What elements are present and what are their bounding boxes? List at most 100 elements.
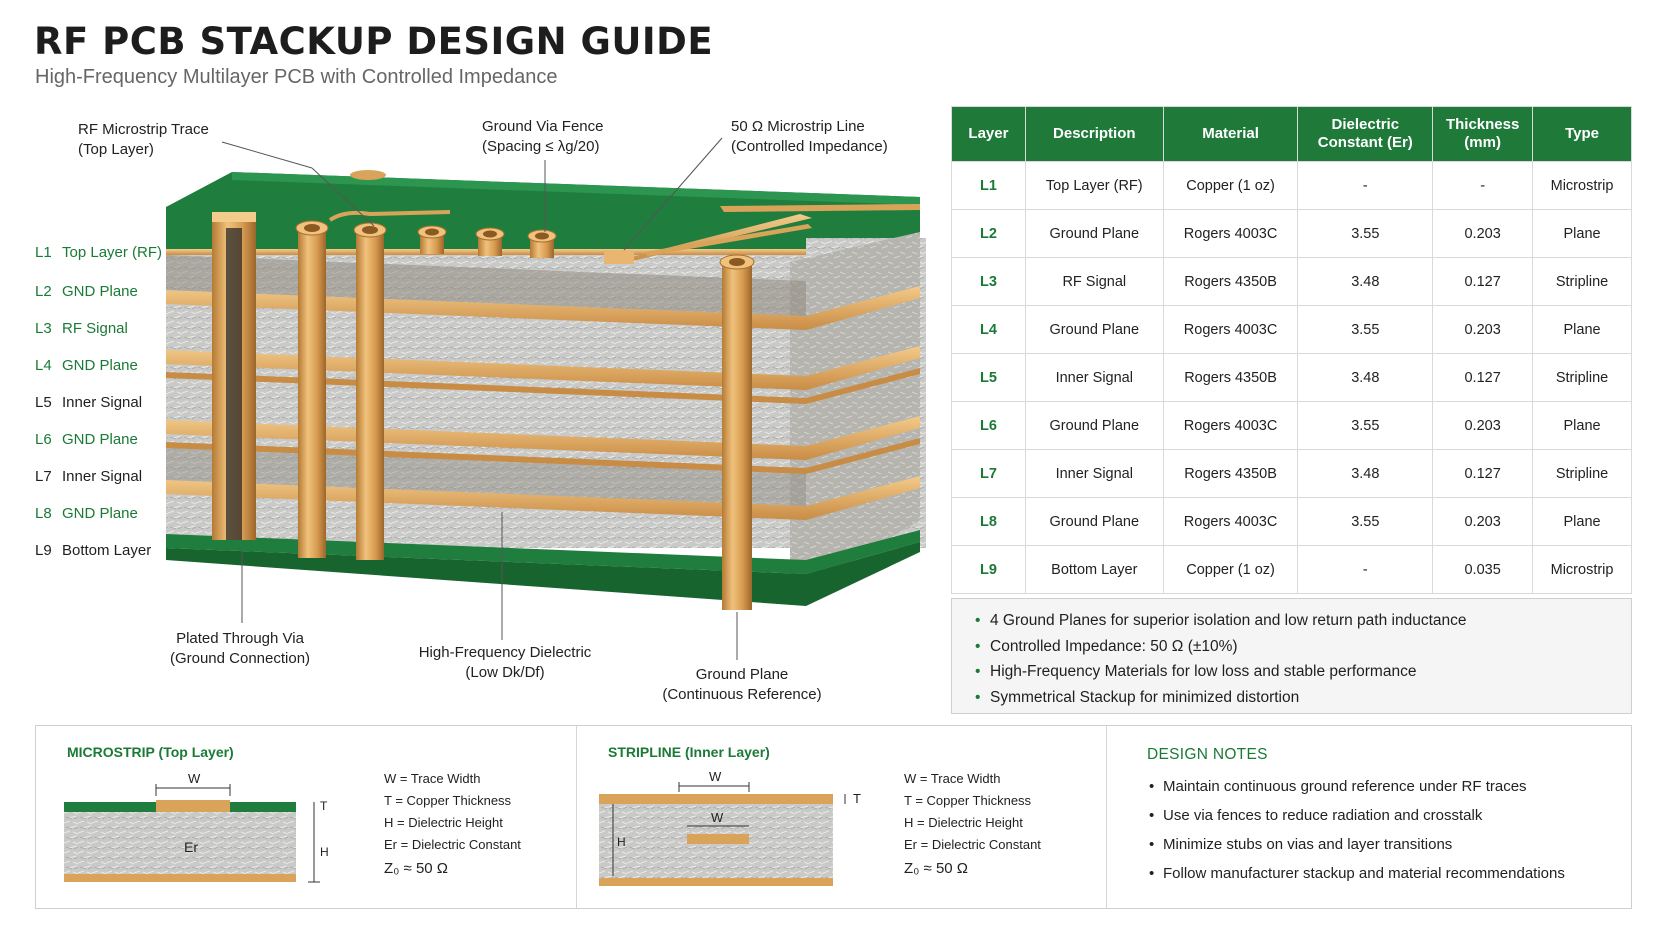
table-cell: Stripline xyxy=(1532,257,1632,306)
legend-label: Inner Signal xyxy=(62,394,143,411)
definition: T = Copper Thickness xyxy=(904,793,1032,808)
table-cell: - xyxy=(1297,161,1434,210)
legend-label: Top Layer (RF) xyxy=(62,244,163,261)
stripline-t-label: T xyxy=(853,791,861,806)
legend-id: L9 xyxy=(35,542,52,559)
page-subtitle: High-Frequency Multilayer PCB with Contr… xyxy=(35,66,558,88)
impedance-label: Z₀ ≈ 50 Ω xyxy=(384,860,449,877)
table-cell: L8 xyxy=(951,497,1026,546)
design-notes-list: Maintain continuous ground reference und… xyxy=(1149,772,1565,888)
table-cell: 0.127 xyxy=(1432,449,1534,498)
via-fence xyxy=(295,220,557,560)
table-cell: Copper (1 oz) xyxy=(1162,161,1299,210)
table-cell: Rogers 4350B xyxy=(1162,353,1299,402)
col-layer: Layer xyxy=(951,106,1026,162)
callout-line: Ground Plane xyxy=(695,666,789,683)
table-cell: Ground Plane xyxy=(1024,497,1164,546)
stripline-h-label: H xyxy=(617,835,626,849)
table-cell: L4 xyxy=(951,305,1026,354)
table-cell: Bottom Layer xyxy=(1024,545,1164,594)
list-item: Use via fences to reduce radiation and c… xyxy=(1149,801,1565,830)
stripline-w-label: W xyxy=(709,770,722,784)
legend-id: L3 xyxy=(35,320,52,337)
microstrip-dielectric xyxy=(64,810,296,882)
table-cell: 3.55 xyxy=(1297,401,1434,450)
col-material: Material xyxy=(1162,106,1299,162)
legend-id: L5 xyxy=(35,394,52,411)
table-cell: Microstrip xyxy=(1532,161,1632,210)
list-item: Maintain continuous ground reference und… xyxy=(1149,772,1565,801)
table-cell: Rogers 4003C xyxy=(1162,497,1299,546)
legend-label: GND Plane xyxy=(62,283,138,300)
col-dielectric: Dielectric Constant (Er) xyxy=(1297,106,1434,162)
table-cell: 3.55 xyxy=(1297,305,1434,354)
table-cell: Rogers 4003C xyxy=(1162,305,1299,354)
table-cell: Rogers 4003C xyxy=(1162,209,1299,258)
cross-section-panel: MICROSTRIP (Top Layer) W T H Er W = Trac… xyxy=(35,725,1632,909)
col-description: Description xyxy=(1024,106,1164,162)
callout-line: 50 Ω Microstrip Line xyxy=(731,118,865,135)
definition: Er = Dielectric Constant xyxy=(904,837,1041,852)
legend-label: Inner Signal xyxy=(62,468,143,485)
design-notes-title: DESIGN NOTES xyxy=(1147,746,1268,763)
stripline-definitions: W = Trace Width T = Copper Thickness H =… xyxy=(904,768,1041,880)
table-cell: 3.48 xyxy=(1297,449,1434,498)
callout-line: (Low Dk/Df) xyxy=(465,664,545,681)
legend-label: GND Plane xyxy=(62,431,138,448)
legend-id: L4 xyxy=(35,357,52,374)
plated-through-via xyxy=(212,212,256,540)
legend-id: L2 xyxy=(35,283,52,300)
microstrip-definitions: W = Trace Width T = Copper Thickness H =… xyxy=(384,768,521,880)
callout-line: (Top Layer) xyxy=(78,141,154,158)
table-cell: RF Signal xyxy=(1024,257,1164,306)
table-cell: L6 xyxy=(951,401,1026,450)
table-cell: Plane xyxy=(1532,305,1632,354)
stackup-table: Layer Description Material Dielectric Co… xyxy=(951,106,1632,594)
definition: Er = Dielectric Constant xyxy=(384,837,521,852)
table-cell: Plane xyxy=(1532,497,1632,546)
divider xyxy=(1106,726,1107,908)
table-cell: Stripline xyxy=(1532,353,1632,402)
table-cell: 0.203 xyxy=(1432,209,1534,258)
callout-line: (Controlled Impedance) xyxy=(731,138,888,155)
definition: W = Trace Width xyxy=(904,771,1001,786)
stripline-top-ground xyxy=(599,794,833,804)
table-cell: Microstrip xyxy=(1532,545,1632,594)
list-item: Follow manufacturer stackup and material… xyxy=(1149,859,1565,888)
microstrip-w-label: W xyxy=(188,771,201,786)
page-title: RF PCB STACKUP DESIGN GUIDE xyxy=(34,20,714,63)
table-cell: Top Layer (RF) xyxy=(1024,161,1164,210)
stripline-cross-section: W W H T xyxy=(599,770,861,886)
legend-label: GND Plane xyxy=(62,505,138,522)
callout-leaders xyxy=(221,137,738,660)
table-cell: Rogers 4003C xyxy=(1162,401,1299,450)
stackup-illustration xyxy=(166,137,926,660)
stripline-title: STRIPLINE (Inner Layer) xyxy=(608,744,770,760)
callout-line: Plated Through Via xyxy=(176,630,304,647)
table-cell: Rogers 4350B xyxy=(1162,449,1299,498)
legend-item: L5 Inner Signal xyxy=(35,394,142,411)
callout-line: (Continuous Reference) xyxy=(662,686,822,703)
table-cell: L5 xyxy=(951,353,1026,402)
table-header-row: Layer Description Material Dielectric Co… xyxy=(951,106,1632,162)
table-cell: Ground Plane xyxy=(1024,305,1164,354)
microstrip-t-label: T xyxy=(320,799,328,813)
callout-line: RF Microstrip Trace xyxy=(78,121,209,138)
definition: H = Dielectric Height xyxy=(904,815,1023,830)
legend-item: L2 GND Plane xyxy=(35,283,138,300)
col-type: Type xyxy=(1532,106,1632,162)
table-cell: Copper (1 oz) xyxy=(1162,545,1299,594)
list-item: Controlled Impedance: 50 Ω (±10%) xyxy=(975,634,1631,660)
table-cell: 0.127 xyxy=(1432,257,1534,306)
